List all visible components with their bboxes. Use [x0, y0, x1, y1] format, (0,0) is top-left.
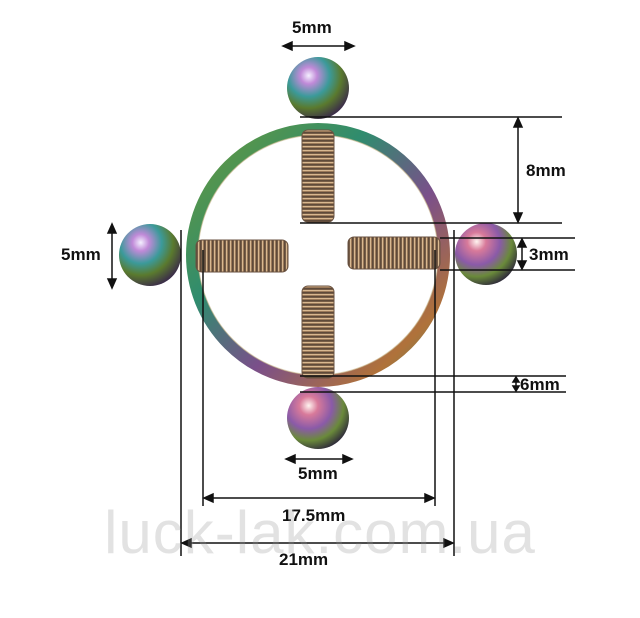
- label-left-ball: 5mm: [61, 245, 101, 264]
- label-screw-thickness: 3mm: [529, 245, 569, 264]
- screw-bottom: [301, 285, 335, 379]
- label-outer-diameter: 21mm: [279, 550, 329, 569]
- label-inner-diameter: 17.5mm: [282, 506, 346, 525]
- screw-right: [347, 236, 441, 270]
- label-screw-length: 8mm: [526, 161, 566, 180]
- screw-left: [195, 239, 289, 273]
- ball-top: [287, 57, 349, 119]
- dimension-lines: [106, 40, 575, 556]
- label-ring-thickness: 6mm: [520, 375, 560, 394]
- watermark: luck-lak.com.ua: [104, 499, 536, 566]
- label-bottom-ball: 5mm: [298, 464, 338, 483]
- ball-right: [455, 223, 517, 285]
- screw-top: [301, 129, 335, 223]
- ball-left: [119, 224, 181, 286]
- label-top-ball: 5mm: [292, 18, 332, 37]
- ball-bottom: [287, 387, 349, 449]
- ring: [186, 123, 450, 387]
